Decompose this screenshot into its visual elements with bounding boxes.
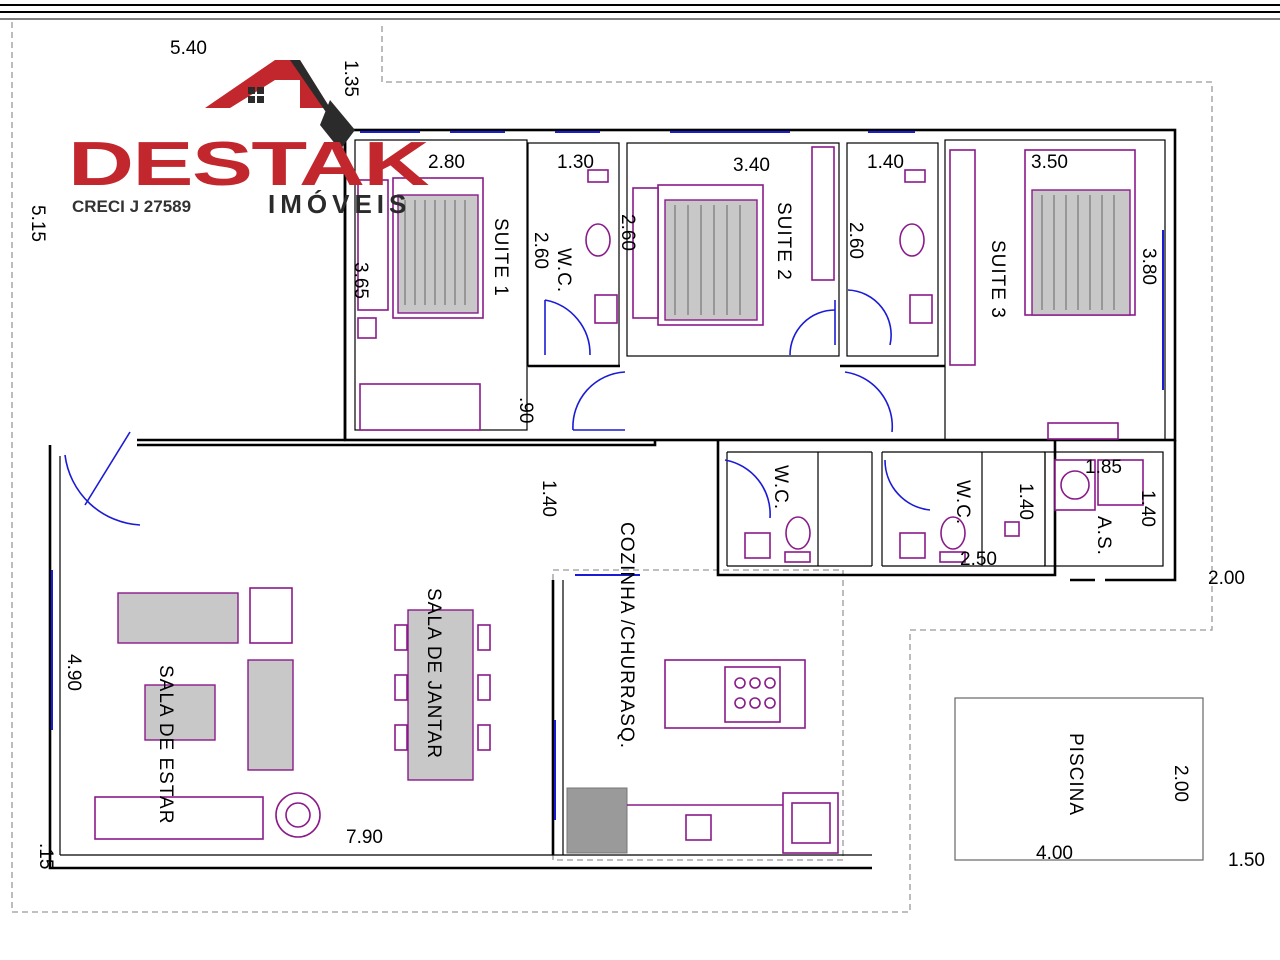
- label-suite-2: SUITE 2: [773, 202, 794, 281]
- logo-creci: CRECI J 27589: [72, 197, 191, 216]
- label-dining: SALA DE JANTAR: [423, 588, 444, 759]
- dim-200a: 2.00: [1208, 568, 1245, 589]
- dim-260c: 2.60: [845, 222, 866, 259]
- bed-suite-2: [632, 146, 835, 326]
- wc-fixtures: [585, 169, 1144, 563]
- bed-suite-3: [949, 149, 1136, 440]
- dim-135: 1.35: [340, 60, 361, 97]
- dim-540: 5.40: [170, 38, 207, 59]
- doors: [64, 289, 931, 526]
- label-wc-3: W.C.: [952, 480, 973, 525]
- kitchen-furniture: [566, 659, 839, 854]
- label-as: A.S.: [1093, 516, 1114, 556]
- label-kitchen: COZINHA /CHURRASQ.: [616, 522, 637, 749]
- dim-200b: 2.00: [1170, 765, 1191, 802]
- label-pool: PISCINA: [1065, 733, 1086, 816]
- dim-790: 7.90: [346, 827, 383, 848]
- dim-140b: 1.40: [538, 480, 559, 517]
- label-wc-1: W.C.: [553, 248, 574, 293]
- dimension-labels: 5.40 1.35 5.15 2.80 3.65 1.30 2.60 2.60 …: [27, 38, 1265, 871]
- bed-suite-1: [357, 177, 484, 431]
- label-suite-1: SUITE 1: [490, 218, 511, 297]
- dim-340: 3.40: [733, 155, 770, 176]
- logo: DESTAK CRECI J 27589 IMÓVEIS: [68, 60, 431, 219]
- dim-260b: 2.60: [617, 214, 638, 251]
- dim-140a: 1.40: [867, 152, 904, 173]
- dim-140c: 1.40: [1015, 483, 1036, 520]
- dim-365: 3.65: [350, 262, 371, 299]
- dim-090: .90: [515, 397, 536, 423]
- dim-250: 2.50: [960, 549, 997, 570]
- dim-260a: 2.60: [530, 232, 551, 269]
- dim-280: 2.80: [428, 152, 465, 173]
- dim-380: 3.80: [1138, 248, 1159, 285]
- dim-150: 1.50: [1228, 850, 1265, 871]
- dim-400: 4.00: [1036, 843, 1073, 864]
- dim-185: 1.85: [1085, 457, 1122, 478]
- dim-130: 1.30: [557, 152, 594, 173]
- dim-350: 3.50: [1031, 152, 1068, 173]
- windows: [51, 131, 1164, 820]
- room-labels: SUITE 1 SUITE 2 SUITE 3 W.C. W.C. W.C. A…: [155, 202, 1114, 824]
- logo-brand: DESTAK: [68, 130, 430, 199]
- label-living: SALA DE ESTAR: [155, 665, 176, 824]
- dim-140d: 1.40: [1137, 490, 1158, 527]
- dining-furniture: [394, 609, 491, 781]
- dim-490: 4.90: [63, 654, 84, 691]
- living-furniture: [94, 587, 321, 840]
- dim-015: .15: [35, 843, 56, 869]
- top-border: [0, 4, 1280, 20]
- walls: [48, 128, 1177, 870]
- logo-tagline: IMÓVEIS: [268, 189, 411, 219]
- pool: [954, 697, 1204, 861]
- label-wc-2: W.C.: [770, 465, 791, 510]
- label-suite-3: SUITE 3: [987, 240, 1008, 319]
- dim-515: 5.15: [27, 205, 48, 242]
